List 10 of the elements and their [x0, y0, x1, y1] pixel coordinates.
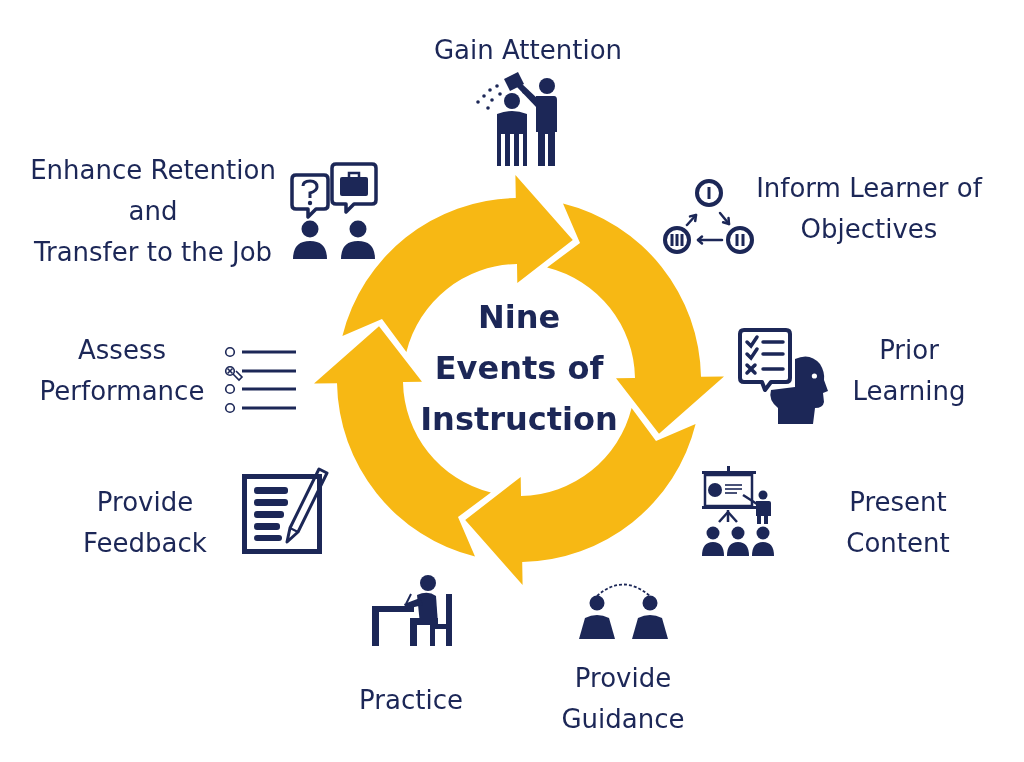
step-label: Provide Feedback	[83, 486, 207, 560]
step-label: Assess Performance	[39, 334, 205, 408]
step-label: Prior Learning	[852, 334, 966, 408]
step-label: Practice	[359, 684, 463, 717]
step-label: Provide Guidance	[561, 662, 685, 736]
step-label: Enhance Retention and Transfer to the Job	[30, 154, 276, 269]
step-label: Present Content	[846, 486, 950, 560]
step-label: Gain Attention	[434, 34, 622, 67]
step-label: Inform Learner of Objectives	[756, 172, 982, 246]
diagram-title: Nine Events of Instruction	[420, 297, 618, 440]
